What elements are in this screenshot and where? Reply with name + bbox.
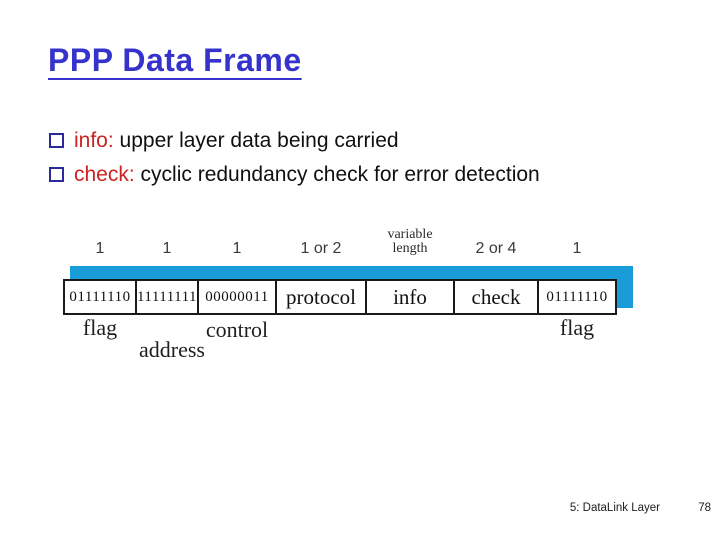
frame-field-flag: 01111110 — [537, 279, 617, 315]
field-size-label: 1 — [95, 240, 105, 257]
bullet-text: cyclic redundancy check for error detect… — [134, 163, 540, 186]
field-size-label: 1 or 2 — [300, 240, 342, 257]
bullet-text: upper layer data being carried — [113, 129, 399, 152]
footer-section-title: 5: DataLink Layer — [569, 502, 660, 514]
square-bullet-icon — [49, 133, 64, 148]
frame-fields-row: 01111110 11111111 00000011 protocol info… — [63, 279, 617, 315]
frame-field-info: info — [365, 279, 455, 315]
bullet-item-check: check: cyclic redundancy check for error… — [48, 158, 548, 192]
square-bullet-icon — [49, 167, 64, 182]
field-size-label: 1 — [232, 240, 242, 257]
field-name-label-flag: flag — [559, 315, 595, 340]
frame-field-address: 11111111 — [135, 279, 199, 315]
field-size-label: 1 — [572, 240, 582, 257]
slide-title: PPP Data Frame — [48, 42, 302, 78]
field-size-label: 1 — [162, 240, 172, 257]
field-name-label-control: control — [205, 317, 269, 342]
bullet-item-info: info: upper layer data being carried — [48, 124, 548, 158]
bullet-term: info: — [74, 129, 114, 152]
field-name-label-address: address — [139, 337, 205, 362]
field-name-label-flag: flag — [82, 315, 118, 340]
field-size-label: 2 or 4 — [475, 240, 517, 257]
field-size-label: variable length — [387, 227, 433, 256]
bullet-list: info: upper layer data being carried che… — [48, 124, 548, 192]
ppp-frame-diagram: 1 1 1 1 or 2 variable length 2 or 4 1 01… — [60, 226, 660, 371]
page-number: 78 — [698, 502, 711, 514]
frame-field-check: check — [453, 279, 539, 315]
bullet-term: check: — [74, 163, 135, 186]
frame-field-flag: 01111110 — [63, 279, 137, 315]
frame-field-protocol: protocol — [275, 279, 367, 315]
frame-field-control: 00000011 — [197, 279, 277, 315]
